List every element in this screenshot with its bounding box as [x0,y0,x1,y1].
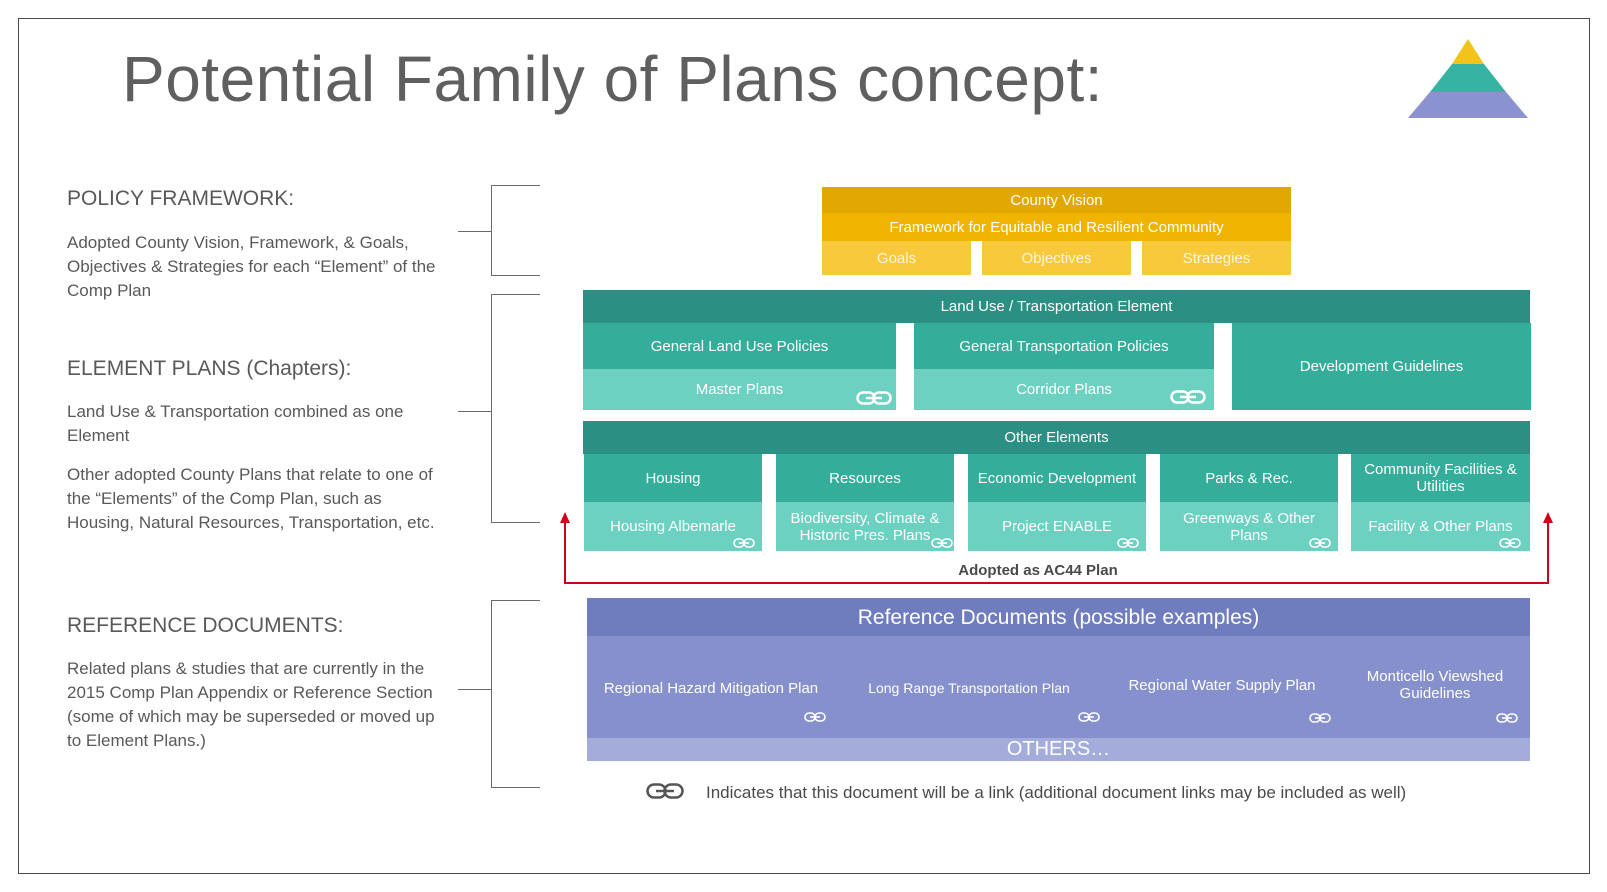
link-icon [804,712,826,722]
housing-plan-box: Housing Albemarle [584,502,762,551]
parks-box: Parks & Rec. [1160,454,1338,502]
resources-box: Resources [776,454,954,502]
economic-plan-box: Project ENABLE [968,502,1146,551]
parks-plan-box: Greenways & Other Plans [1160,502,1338,551]
ref-transport-plan: Long Range Transportation Plan [868,679,1070,696]
transport-policies-box: General Transportation Policies [914,323,1214,369]
legend-text: Indicates that this document will be a l… [706,783,1407,802]
economic-box: Economic Development [968,454,1146,502]
element-text-1: Land Use & Transportation combined as on… [67,402,404,445]
link-icon [931,538,953,548]
framework-box: Framework for Equitable and Resilient Co… [822,213,1291,241]
link-icon [1170,390,1206,404]
link-icon [1117,538,1139,548]
element-heading: ELEMENT PLANS (Chapters): [67,357,352,380]
facilities-box: Community Facilities & Utilities [1351,454,1530,502]
page-title: Potential Family of Plans concept: [122,43,1104,115]
resources-plan-box: Biodiversity, Climate & Historic Pres. P… [776,502,954,551]
reference-text: Related plans & studies that are current… [67,659,435,750]
slide-frame [18,18,1590,874]
corridor-plans-box: Corridor Plans [914,369,1214,410]
objectives-box: Objectives [982,241,1131,275]
dev-guidelines-box: Development Guidelines [1232,323,1531,410]
lut-header: Land Use / Transportation Element [583,290,1530,323]
strategies-box: Strategies [1142,241,1291,275]
master-plans-label: Master Plans [695,381,784,398]
link-icon [1309,713,1331,723]
link-icon [1496,713,1518,723]
reference-heading: REFERENCE DOCUMENTS: [67,614,344,637]
county-vision-box: County Vision [822,187,1291,213]
element-text-2: Other adopted County Plans that relate t… [67,465,435,532]
ref-viewshed-guidelines: Monticello Viewshed Guidelines [1366,668,1504,702]
ref-water-plan: Regional Water Supply Plan [1128,676,1316,694]
policy-text: Adopted County Vision, Framework, & Goal… [67,233,436,300]
legend-link-icon [646,783,684,799]
pyramid-logo-icon [1408,39,1528,118]
link-icon [1078,712,1100,722]
reference-header: Reference Documents (possible examples) [587,598,1530,636]
housing-box: Housing [584,454,762,502]
master-plans-box: Master Plans [583,369,896,410]
link-icon [856,391,892,405]
link-icon [1309,538,1331,548]
policy-heading: POLICY FRAMEWORK: [67,187,295,210]
land-use-policies-box: General Land Use Policies [583,323,896,369]
link-icon [733,538,755,548]
link-icon [1499,538,1521,548]
corridor-plans-label: Corridor Plans [1016,381,1112,398]
reference-body [587,636,1530,738]
ref-hazard-plan: Regional Hazard Mitigation Plan [603,679,819,697]
adopted-label: Adopted as AC44 Plan [958,562,1118,579]
facilities-plan-box: Facility & Other Plans [1351,502,1530,551]
other-elements-header: Other Elements [583,421,1530,454]
others-bar: OTHERS… [587,738,1530,761]
goals-box: Goals [822,241,971,275]
